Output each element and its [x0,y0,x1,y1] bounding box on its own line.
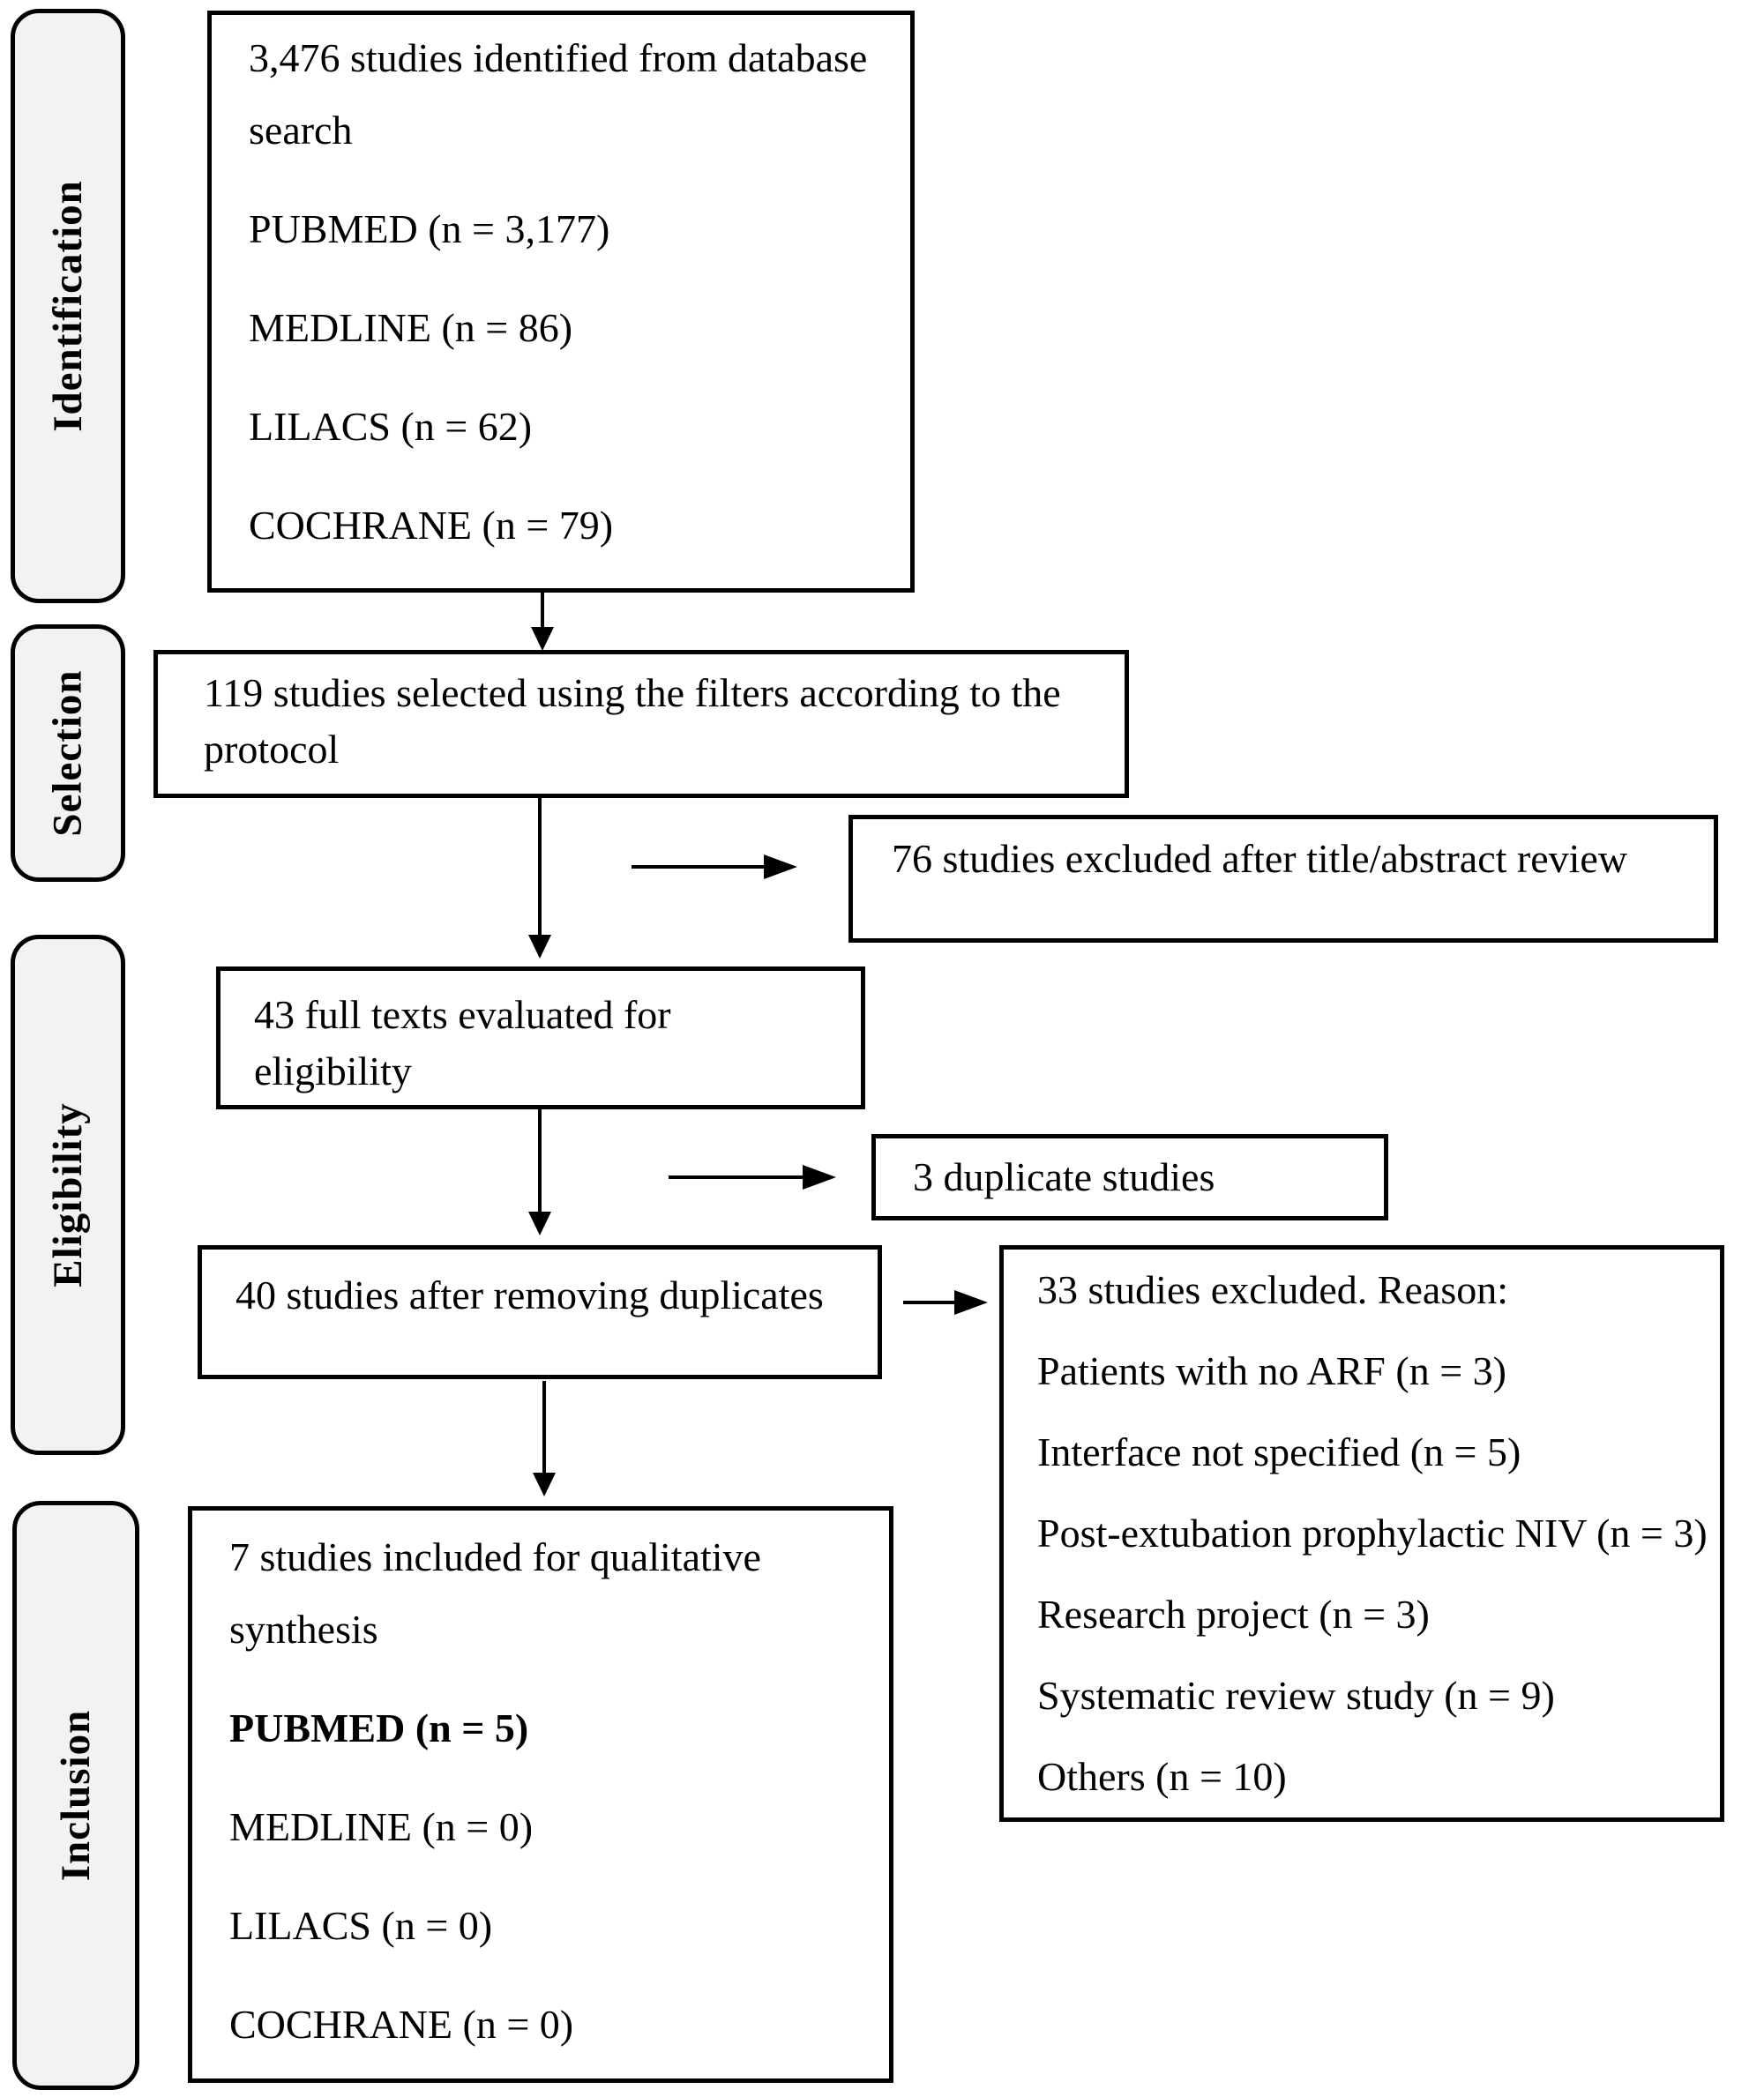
excluded-reason: Systematic review study (n = 9) [1037,1673,1555,1718]
excluded-reason: Others (n = 10) [1037,1754,1287,1799]
box-duplicate-studies: 3 duplicate studies [871,1134,1388,1220]
arrow-line [669,1175,804,1179]
included-cochrane-count: COCHRANE (n = 0) [229,2002,574,2047]
identified-medline-count: MEDLINE (n = 86) [249,305,573,350]
arrow-head-down-icon [531,627,554,651]
arrow-head-right-icon [954,1290,988,1315]
identified-pubmed-count: PUBMED (n = 3,177) [249,206,610,251]
included-line: 7 studies included for qualitative [229,1534,761,1579]
excluded-reasons-heading: 33 studies excluded. Reason: [1037,1267,1509,1312]
box-after-removing-duplicates: 40 studies after removing duplicates [198,1245,882,1379]
identified-line: 3,476 studies identified from database [249,35,868,80]
arrow-line [903,1301,956,1304]
arrow-head-right-icon [803,1165,836,1190]
box-full-texts-evaluated: 43 full texts evaluated for eligibility [216,966,865,1109]
included-lilacs-count: LILACS (n = 0) [229,1903,493,1948]
stage-label-inclusion-text: Inclusion [53,1709,100,1882]
excluded-title-abstract-text: 76 studies excluded after title/abstract… [892,836,1628,881]
stage-label-eligibility-text: Eligibility [45,1102,91,1287]
box-excluded-reasons: 33 studies excluded. Reason: Patients wi… [999,1245,1724,1822]
arrow-line [632,865,766,869]
arrow-head-down-icon [533,1473,556,1496]
stage-label-identification-text: Identification [45,180,91,432]
identified-lilacs-count: LILACS (n = 62) [249,404,533,449]
duplicates-text: 3 duplicate studies [913,1154,1215,1199]
stage-label-selection: Selection [11,624,125,882]
stage-label-inclusion: Inclusion [12,1501,139,2090]
stage-label-selection-text: Selection [45,669,92,837]
stage-label-identification: Identification [11,9,125,603]
excluded-reason: Patients with no ARF (n = 3) [1037,1348,1506,1393]
box-studies-identified: 3,476 studies identified from database s… [207,11,915,593]
excluded-reason: Research project (n = 3) [1037,1592,1430,1637]
stage-label-eligibility: Eligibility [11,935,125,1455]
included-pubmed-count: PUBMED (n = 5) [229,1705,529,1750]
arrow-head-down-icon [528,1212,551,1235]
arrow-line [538,798,542,937]
excluded-reason: Interface not specified (n = 5) [1037,1429,1521,1474]
identified-cochrane-count: COCHRANE (n = 79) [249,503,614,548]
selected-line: protocol [204,727,340,772]
full-texts-line: eligibility [254,1048,412,1093]
identified-line: search [249,108,353,153]
after-duplicates-text: 40 studies after removing duplicates [235,1272,824,1317]
excluded-reason: Post-extubation prophylactic NIV (n = 3) [1037,1511,1708,1556]
included-medline-count: MEDLINE (n = 0) [229,1804,534,1849]
box-studies-selected: 119 studies selected using the filters a… [153,650,1129,798]
box-studies-included: 7 studies included for qualitative synth… [188,1506,893,2083]
box-excluded-title-abstract: 76 studies excluded after title/abstract… [848,815,1718,943]
arrow-line [538,1109,542,1213]
selected-line: 119 studies selected using the filters a… [204,670,1061,715]
arrow-head-down-icon [528,935,551,959]
arrow-head-right-icon [764,854,797,879]
arrow-line [542,1381,546,1474]
full-texts-line: 43 full texts evaluated for [254,992,671,1037]
included-line: synthesis [229,1607,378,1652]
arrow-line [541,593,544,630]
